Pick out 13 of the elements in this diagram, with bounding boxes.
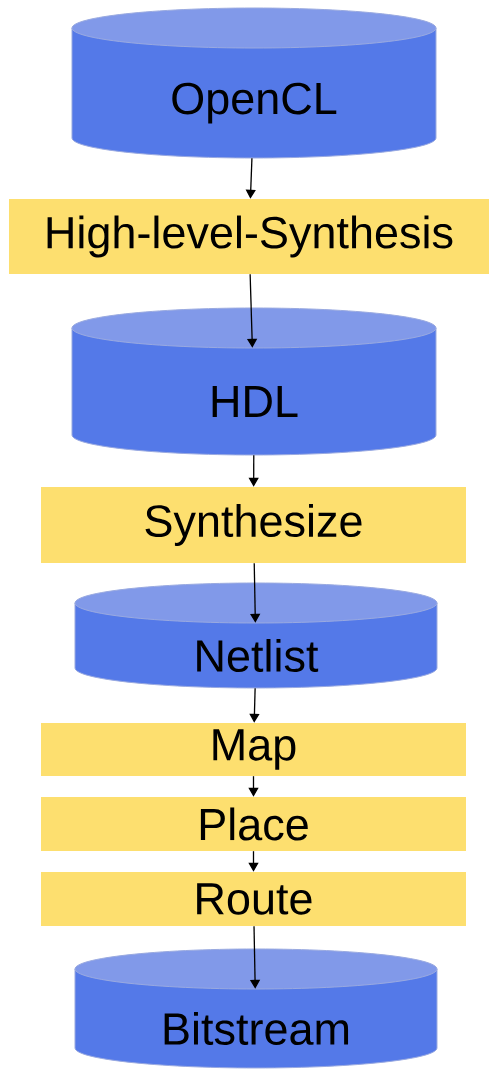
arrow [249,687,260,723]
process-box: Route [41,872,466,926]
process-box: Place [41,797,466,851]
database-cylinder: Bitstream [74,948,438,1069]
arrow [250,562,261,623]
process-box: Map [41,723,466,776]
process-box: Synthesize [41,487,466,563]
arrow [248,850,259,872]
database-cylinder: HDL [71,307,437,456]
process-box: High-level-Synthesis [9,199,489,274]
arrow [248,775,259,797]
database-cylinder: OpenCL [71,7,437,159]
database-cylinder: Netlist [74,582,438,689]
